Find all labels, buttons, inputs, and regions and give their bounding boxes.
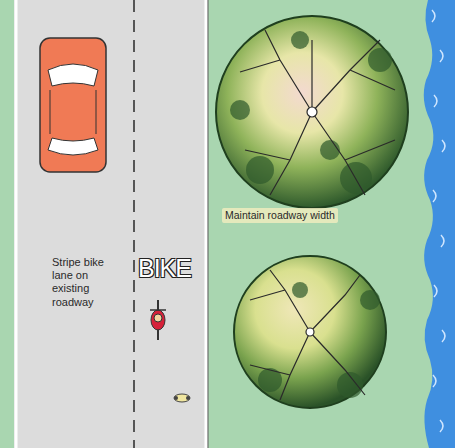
road-note: Stripe bike lane on existing roadway	[52, 256, 124, 309]
road-note: Maintain roadway width	[222, 208, 338, 223]
pavement-marking: BIKE	[138, 256, 191, 281]
